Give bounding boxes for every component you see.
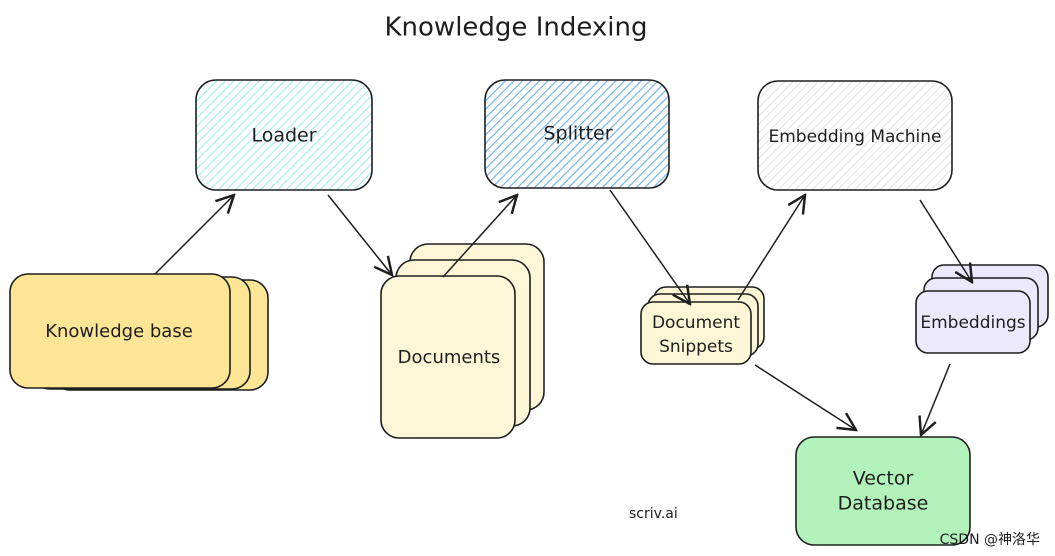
embeddings-node: Embeddings xyxy=(915,264,1049,354)
documents-label: Documents xyxy=(398,347,501,368)
knowledge-base-node: Knowledge base xyxy=(9,273,269,391)
embeddings-label: Embeddings xyxy=(920,313,1025,333)
loader-label: Loader xyxy=(251,125,316,147)
source-label: scriv.ai xyxy=(629,506,678,522)
arrow-splitter-to-snippets xyxy=(609,189,690,304)
vector-database-node: Vector Database xyxy=(795,436,971,546)
arrow-knowledge-base-to-loader xyxy=(154,195,234,275)
arrow-embeddings-to-vector-database xyxy=(921,363,951,435)
arrow-loader-to-documents xyxy=(327,194,392,275)
document-snippets-label-line1: Document xyxy=(652,313,740,333)
splitter-node: Splitter xyxy=(484,79,670,189)
embedding-machine-node: Embedding Machine xyxy=(757,80,953,191)
embedding-machine-label: Embedding Machine xyxy=(769,127,942,147)
diagram-title: Knowledge Indexing xyxy=(385,13,648,43)
arrow-documents-to-splitter xyxy=(442,195,517,278)
loader-node: Loader xyxy=(195,79,373,191)
document-snippets-label-line2: Snippets xyxy=(659,337,733,357)
watermark-label: CSDN @神洛华 xyxy=(940,532,1040,548)
vector-database-label-line1: Vector xyxy=(853,468,914,490)
vector-database-label-line2: Database xyxy=(838,493,929,515)
arrow-snippets-to-embedding-machine xyxy=(737,195,805,301)
document-snippets-node: Document Snippets xyxy=(640,286,765,365)
arrow-snippets-to-vector-database xyxy=(754,364,856,430)
splitter-label: Splitter xyxy=(543,123,612,145)
arrow-embedding-machine-to-embeddings xyxy=(919,199,972,282)
knowledge-base-label: Knowledge base xyxy=(45,321,193,342)
documents-node: Documents xyxy=(380,243,545,439)
